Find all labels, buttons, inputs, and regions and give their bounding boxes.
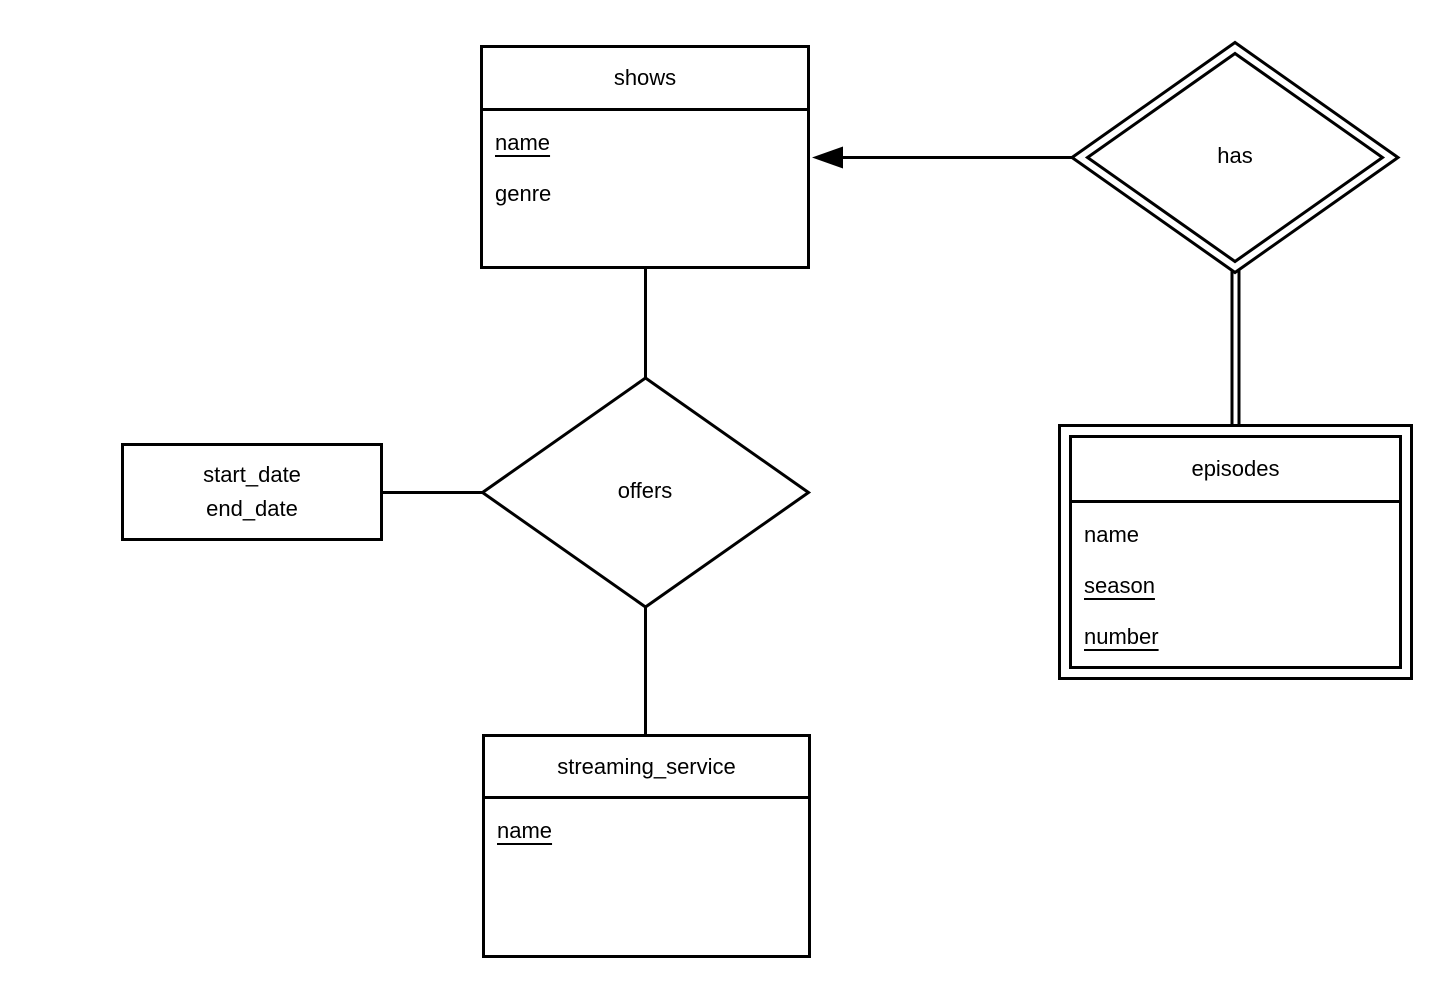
entity-episodes-title: episodes — [1072, 438, 1399, 503]
attribute-shows-name: name — [495, 117, 807, 168]
entity-shows: shows name genre — [480, 45, 810, 269]
relationship-offers-label: offers — [617, 478, 673, 503]
entity-episodes: episodes name season number — [1069, 435, 1402, 669]
attribute-label: genre — [495, 180, 552, 206]
attribute-episodes-name: name — [1084, 509, 1399, 560]
relationship-offers-diamond — [479, 376, 812, 609]
entity-streaming-service: streaming_service name — [482, 734, 811, 958]
attribute-label: name — [495, 129, 551, 155]
attribute-label: name — [1084, 521, 1140, 547]
attribute-label: name — [497, 817, 553, 843]
entity-shows-title: shows — [483, 48, 807, 111]
relationship-has-label: has — [1217, 143, 1253, 168]
attribute-end-date: end_date — [206, 496, 298, 521]
attribute-episodes-number: number — [1084, 611, 1399, 662]
relationship-has-diamond-inner — [1084, 51, 1386, 264]
attribute-streaming-service-name: name — [497, 805, 808, 856]
attribute-shows-genre: genre — [495, 168, 807, 219]
entity-episodes-outer-border: episodes name season number — [1058, 424, 1413, 680]
attribute-episodes-season: season — [1084, 560, 1399, 611]
attribute-box-offers-dates: start_date end_date — [121, 443, 383, 541]
attribute-start-date: start_date — [203, 462, 301, 487]
entity-shows-attributes: name genre — [483, 111, 807, 219]
entity-episodes-attributes: name season number — [1072, 503, 1399, 662]
entity-streaming-service-attributes: name — [485, 799, 808, 856]
entity-streaming-service-title: streaming_service — [485, 737, 808, 799]
arrowhead-to-shows-icon — [812, 146, 843, 169]
attribute-label: number — [1084, 623, 1159, 649]
attribute-label: season — [1084, 572, 1155, 598]
